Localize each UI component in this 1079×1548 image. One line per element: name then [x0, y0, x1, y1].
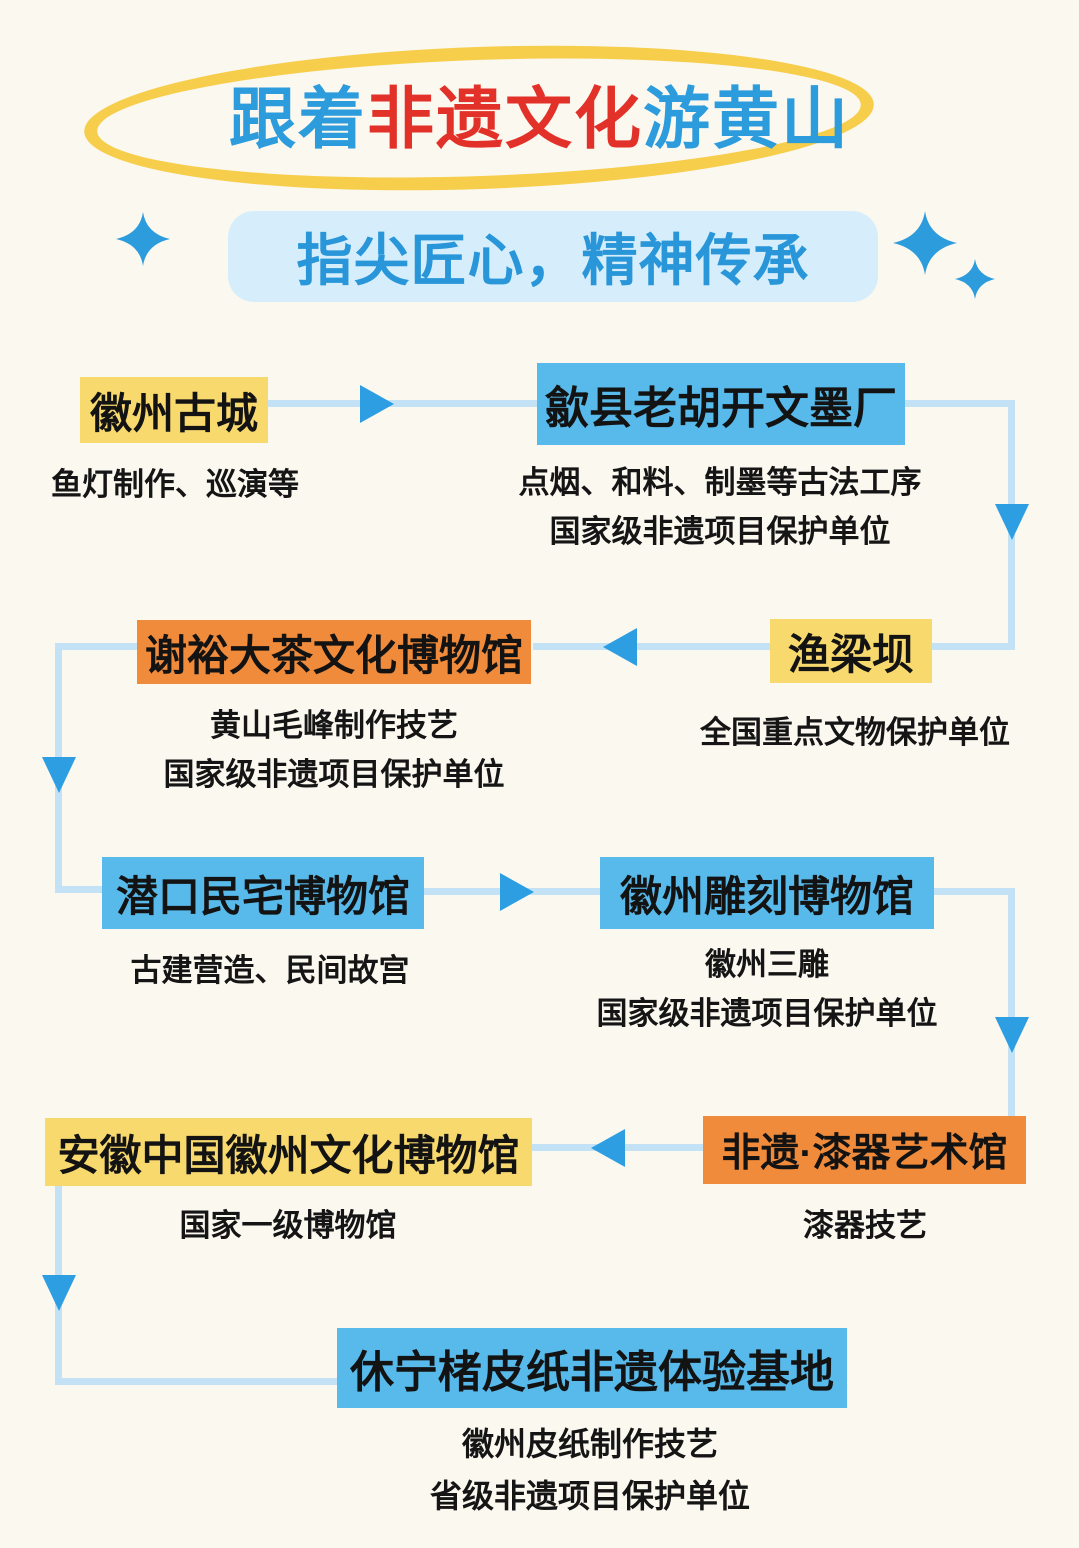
caption-line: 古建营造、民间故宫 [130, 953, 410, 988]
caption-line: 国家一级博物馆 [179, 1208, 397, 1243]
stop-tea-culture-museum: 谢裕大茶文化博物馆 [137, 620, 531, 684]
arrow-right-icon [360, 385, 394, 423]
caption-line: 漆器技艺 [803, 1208, 927, 1243]
connector-line [55, 1378, 337, 1385]
stop-lacquerware-art-gallery: 非遗·漆器艺术馆 [703, 1116, 1026, 1184]
stop-carving-museum: 徽州雕刻博物馆 [600, 857, 934, 929]
stop-caption: 黄山毛峰制作技艺 国家级非遗项目保护单位 [117, 701, 551, 799]
connector-line [1008, 888, 1015, 1118]
caption-line: 省级非遗项目保护单位 [429, 1478, 750, 1514]
caption-line: 黄山毛峰制作技艺 [210, 708, 458, 743]
stop-yuliang-dam: 渔梁坝 [770, 619, 932, 683]
title-segment: 跟着 [229, 82, 367, 157]
caption-line: 全国重点文物保护单位 [700, 715, 1010, 750]
connector-line [933, 888, 1015, 895]
connector-line [266, 400, 539, 407]
caption-line: 鱼灯制作、巡演等 [51, 467, 299, 502]
arrow-down-icon [42, 757, 76, 793]
connector-line [903, 400, 1015, 407]
title-segment: 游黄山 [643, 82, 850, 157]
caption-line: 徽州三雕 [705, 947, 829, 982]
stop-qiankou-dwellings-museum: 潜口民宅博物馆 [102, 857, 424, 929]
caption-line: 国家级非遗项目保护单位 [549, 514, 891, 549]
sparkle-icon [116, 212, 170, 266]
stop-caption: 漆器技艺 [700, 1201, 1030, 1250]
arrow-down-icon [995, 504, 1029, 540]
subtitle-banner: 指尖匠心，精神传承 [228, 211, 878, 302]
arrow-right-icon [500, 873, 534, 911]
sparkle-icon [955, 259, 995, 299]
connector-line [55, 886, 105, 893]
stop-caption: 徽州三雕 国家级非遗项目保护单位 [550, 940, 984, 1038]
caption-line: 点烟、和料、制墨等古法工序 [518, 465, 922, 500]
arrow-left-icon [603, 628, 637, 666]
subtitle-text: 指尖匠心，精神传承 [296, 229, 810, 292]
sparkle-icon [893, 211, 957, 275]
caption-line: 国家级非遗项目保护单位 [163, 757, 505, 792]
arrow-down-icon [995, 1017, 1029, 1053]
stop-huizhou-culture-museum: 安徽中国徽州文化博物馆 [45, 1118, 532, 1186]
title-segment-highlight: 非遗文化 [367, 82, 643, 157]
page-title: 跟着非遗文化游黄山 [0, 74, 1079, 166]
stop-caption: 点烟、和料、制墨等古法工序 国家级非遗项目保护单位 [488, 458, 952, 556]
caption-line: 徽州皮纸制作技艺 [461, 1426, 718, 1462]
stop-huizhou-ancient-town: 徽州古城 [80, 377, 268, 443]
arrow-left-icon [591, 1129, 625, 1167]
connector-line [55, 643, 139, 650]
stop-caption: 古建营造、民间故宫 [90, 946, 450, 995]
stop-ink-factory: 歙县老胡开文墨厂 [537, 363, 905, 445]
arrow-down-icon [42, 1275, 76, 1311]
caption-line: 国家级非遗项目保护单位 [596, 996, 938, 1031]
stop-caption: 全国重点文物保护单位 [690, 708, 1020, 757]
connector-line [930, 643, 1012, 650]
stop-caption: 国家一级博物馆 [108, 1201, 468, 1250]
stop-caption: 鱼灯制作、巡演等 [20, 460, 330, 509]
connector-line [533, 643, 770, 650]
stop-caption: 徽州皮纸制作技艺 省级非遗项目保护单位 [368, 1418, 812, 1522]
stop-paper-experience-base: 休宁楮皮纸非遗体验基地 [337, 1328, 847, 1408]
